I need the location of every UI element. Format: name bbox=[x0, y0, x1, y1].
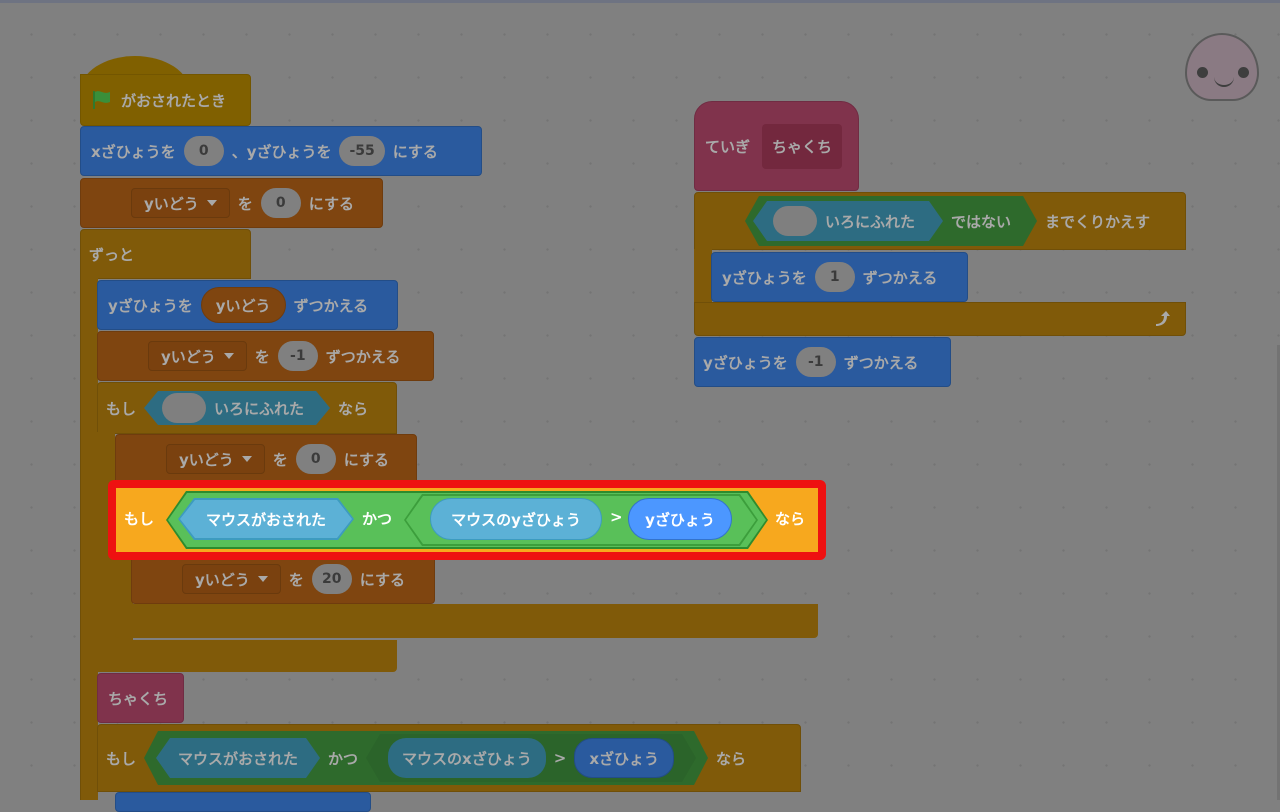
change-suffix: ずつかえる bbox=[293, 296, 369, 315]
set-suffix: にする bbox=[359, 570, 405, 589]
change-y-label: yざひょうを bbox=[108, 296, 193, 315]
then-label: なら bbox=[716, 749, 747, 768]
custom-block-prototype[interactable]: ちゃくち bbox=[762, 123, 843, 169]
repeat-until-label: までくりかえす bbox=[1045, 212, 1151, 231]
value-input[interactable]: 0 bbox=[295, 444, 336, 474]
if-mouse-x-block[interactable]: もし マウスがおされた かつ マウスのxざひょう > xざひょう なら bbox=[97, 724, 801, 792]
y-input[interactable]: -55 bbox=[339, 136, 385, 166]
if-touching-color-block[interactable]: もし いろにふれた なら bbox=[97, 382, 397, 434]
left-eye bbox=[1197, 67, 1208, 78]
change-suffix: ずつかえる bbox=[862, 268, 938, 287]
if-label: もし bbox=[106, 749, 137, 768]
forever-arm bbox=[80, 278, 98, 800]
change-y-block[interactable]: yざひょうを 1 ずつかえる bbox=[711, 252, 968, 302]
color-swatch[interactable] bbox=[773, 206, 817, 236]
partial-motion-block[interactable] bbox=[115, 792, 371, 812]
forever-block[interactable]: ずっと bbox=[80, 229, 251, 279]
value-input[interactable]: -1 bbox=[277, 341, 318, 371]
goto-y-label: 、yざひょうを bbox=[231, 142, 332, 161]
change-y-by-block[interactable]: yざひょうを yいどう ずつかえる bbox=[97, 280, 398, 330]
and-label: かつ bbox=[362, 510, 393, 528]
repeat-until-bottom bbox=[694, 302, 1186, 336]
then-label: なら bbox=[338, 399, 369, 418]
value-input[interactable]: 20 bbox=[311, 564, 352, 594]
goto-suffix: にする bbox=[392, 142, 438, 161]
not-condition[interactable]: いろにふれた ではない bbox=[745, 196, 1037, 246]
variable-dropdown[interactable]: yいどう bbox=[166, 444, 265, 474]
custom-block-label: ちゃくち bbox=[108, 689, 169, 708]
set-suffix: にする bbox=[308, 194, 354, 213]
mouse-y-reporter[interactable]: マウスのyざひょう bbox=[430, 498, 602, 540]
variable-reporter[interactable]: yいどう bbox=[200, 287, 286, 323]
goto-x-label: xざひょうを bbox=[91, 142, 176, 161]
color-swatch[interactable] bbox=[162, 393, 206, 423]
goto-xy-block[interactable]: xざひょうを 0 、yざひょうを -55 にする bbox=[80, 126, 482, 176]
set-variable-block[interactable]: yいどう を 0 にする bbox=[115, 434, 417, 484]
top-edge bbox=[0, 0, 1280, 3]
set-variable-block[interactable]: yいどう を 0 にする bbox=[80, 178, 383, 228]
if-bottom bbox=[97, 640, 397, 672]
to-label: を bbox=[272, 450, 288, 469]
and-label: かつ bbox=[328, 749, 359, 768]
change-suffix: ずつかえる bbox=[325, 347, 401, 366]
repeat-arm bbox=[694, 249, 712, 309]
sprite-face-icon[interactable] bbox=[1185, 33, 1259, 101]
variable-dropdown[interactable]: yいどう bbox=[131, 188, 230, 218]
right-eye bbox=[1238, 67, 1249, 78]
value-input[interactable]: -1 bbox=[795, 347, 836, 377]
to-label: を bbox=[254, 347, 270, 366]
highlight-frame bbox=[108, 480, 826, 560]
inner-if-bottom bbox=[115, 604, 818, 638]
variable-dropdown[interactable]: yいどう bbox=[148, 341, 247, 371]
dropdown-caret-icon bbox=[223, 353, 234, 359]
y-position-reporter[interactable]: yざひょう bbox=[628, 498, 732, 540]
then-label: なら bbox=[775, 510, 806, 528]
dropdown-caret-icon bbox=[206, 200, 217, 206]
define-block[interactable]: ていぎ ちゃくち bbox=[694, 101, 859, 191]
change-suffix: ずつかえる bbox=[843, 353, 919, 372]
change-y-label: yざひょうを bbox=[703, 353, 788, 372]
value-input[interactable]: 1 bbox=[814, 262, 855, 292]
not-label: ではない bbox=[951, 212, 1012, 231]
loop-arrow-icon bbox=[1156, 311, 1170, 326]
to-label: を bbox=[237, 194, 253, 213]
touching-color-condition[interactable]: いろにふれた bbox=[753, 201, 943, 241]
if-label: もし bbox=[106, 399, 137, 418]
x-input[interactable]: 0 bbox=[183, 136, 224, 166]
when-flag-clicked-block[interactable]: がおされたとき bbox=[80, 74, 251, 126]
repeat-until-block[interactable]: いろにふれた ではない までくりかえす bbox=[694, 192, 1186, 250]
variable-dropdown[interactable]: yいどう bbox=[182, 564, 281, 594]
gt-label: > bbox=[553, 749, 567, 767]
and-condition[interactable]: マウスがおされた かつ マウスのxざひょう > xざひょう bbox=[144, 731, 708, 785]
mouse-down-condition[interactable]: マウスがおされた bbox=[180, 500, 352, 538]
x-position-reporter[interactable]: xざひょう bbox=[574, 738, 674, 778]
value-input[interactable]: 0 bbox=[260, 188, 301, 218]
mouse-down-condition[interactable]: マウスがおされた bbox=[156, 738, 320, 778]
green-flag-icon bbox=[93, 91, 110, 109]
hat-label: がおされたとき bbox=[121, 91, 227, 110]
gt-label: > bbox=[610, 508, 623, 526]
change-y-block[interactable]: yざひょうを -1 ずつかえる bbox=[694, 337, 951, 387]
change-y-label: yざひょうを bbox=[722, 268, 807, 287]
forever-label: ずっと bbox=[89, 245, 135, 264]
to-label: を bbox=[288, 570, 304, 589]
smile bbox=[1214, 77, 1234, 87]
vertical-scrollbar[interactable] bbox=[1277, 345, 1280, 800]
custom-block-call[interactable]: ちゃくち bbox=[97, 673, 184, 723]
define-label: ていぎ bbox=[705, 137, 751, 156]
dropdown-caret-icon bbox=[241, 456, 252, 462]
greater-than-condition[interactable]: マウスのxざひょう > xざひょう bbox=[366, 734, 696, 782]
change-variable-block[interactable]: yいどう を -1 ずつかえる bbox=[97, 331, 434, 381]
if-label: もし bbox=[124, 510, 155, 528]
dropdown-caret-icon bbox=[257, 576, 268, 582]
set-suffix: にする bbox=[343, 450, 389, 469]
touching-color-condition[interactable]: いろにふれた bbox=[144, 391, 330, 425]
set-variable-block[interactable]: yいどう を 20 にする bbox=[131, 554, 435, 604]
mouse-x-reporter[interactable]: マウスのxざひょう bbox=[388, 738, 546, 778]
